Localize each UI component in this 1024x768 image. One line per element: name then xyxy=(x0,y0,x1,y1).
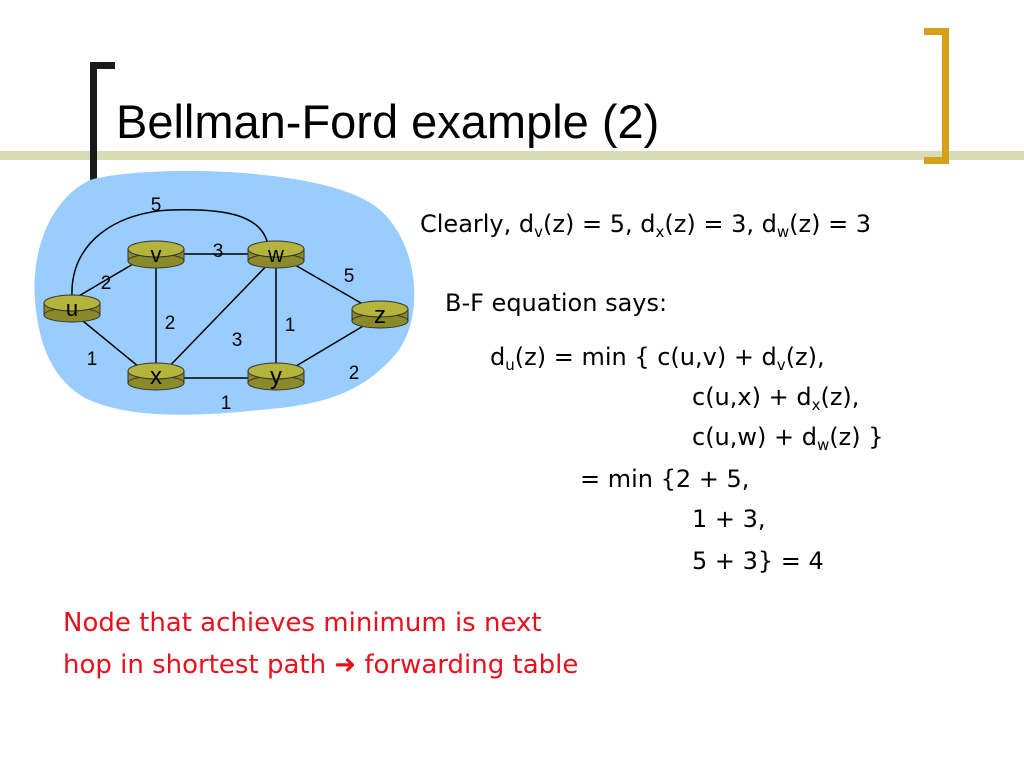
clearly-statement: Clearly, dv(z) = 5, dx(z) = 3, dw(z) = 3 xyxy=(420,210,872,240)
note-line-2: hop in shortest path ➜ forwarding table xyxy=(63,650,579,680)
router-v: v xyxy=(127,240,185,269)
weight-v-x: 2 xyxy=(165,313,176,334)
weight-y-z: 2 xyxy=(349,363,360,384)
node-label-v: v xyxy=(151,242,162,267)
node-label-z: z xyxy=(374,302,386,329)
weight-x-y: 1 xyxy=(221,393,232,414)
subscript: x xyxy=(655,223,665,241)
weight-u-x: 1 xyxy=(87,349,98,370)
weight-w-y: 1 xyxy=(285,315,296,336)
title-underline-bar xyxy=(0,151,1024,160)
subscript: w xyxy=(817,436,830,454)
weight-w-z: 5 xyxy=(344,266,355,287)
router-w: w xyxy=(247,240,305,269)
clearly-text: (z) = 3, d xyxy=(664,210,777,238)
weight-x-w: 3 xyxy=(232,330,243,351)
link-x-w xyxy=(159,255,277,377)
equation-text: (z) } xyxy=(829,423,884,451)
note-line-1: Node that achieves minimum is next xyxy=(63,608,542,638)
router-u: u xyxy=(43,294,101,323)
clearly-text: (z) = 3 xyxy=(789,210,872,238)
subscript: v xyxy=(534,223,544,241)
equation-line-4: = min {2 + 5, xyxy=(580,465,750,493)
weight-v-w: 3 xyxy=(213,241,224,262)
bf-equation-heading: B-F equation says: xyxy=(445,289,668,317)
weight-u-w: 5 xyxy=(151,195,162,216)
equation-text: c(u,x) + d xyxy=(692,383,812,411)
network-cloud xyxy=(34,171,415,415)
router-x: x xyxy=(127,362,185,391)
subscript: x xyxy=(811,396,821,414)
equation-line-3: c(u,w) + dw(z) } xyxy=(692,423,884,453)
network-graph: u v w x y z 5 3 2 5 2 3 1 1 2 xyxy=(34,171,415,415)
right-bracket-decoration xyxy=(924,28,949,164)
slide-title: Bellman-Ford example (2) xyxy=(116,95,660,148)
node-label-x: x xyxy=(150,363,162,390)
clearly-text: (z) = 5, d xyxy=(543,210,656,238)
equation-line-2: c(u,x) + dx(z), xyxy=(692,383,860,413)
node-label-y: y xyxy=(270,363,282,390)
subscript: u xyxy=(505,356,515,374)
equation-line-6: 5 + 3} = 4 xyxy=(692,547,824,575)
equation-text: (z), xyxy=(820,383,860,411)
equation-text: c(u,w) + d xyxy=(692,423,817,451)
router-z: z xyxy=(351,300,409,329)
equation-text: (z) = min { c(u,v) + d xyxy=(514,343,777,371)
equation-line-5: 1 + 3, xyxy=(692,505,766,533)
equation-text: (z), xyxy=(785,343,825,371)
router-y: y xyxy=(247,362,305,391)
subscript: w xyxy=(776,223,790,241)
equation-text: d xyxy=(490,343,506,371)
clearly-text: Clearly, d xyxy=(420,210,535,238)
weight-u-v: 2 xyxy=(101,273,112,294)
link-u-w xyxy=(71,208,269,297)
equation-line-1: du(z) = min { c(u,v) + dv(z), xyxy=(490,343,825,373)
subscript: v xyxy=(776,356,786,374)
node-label-u: u xyxy=(66,296,78,321)
node-label-w: w xyxy=(267,242,284,267)
